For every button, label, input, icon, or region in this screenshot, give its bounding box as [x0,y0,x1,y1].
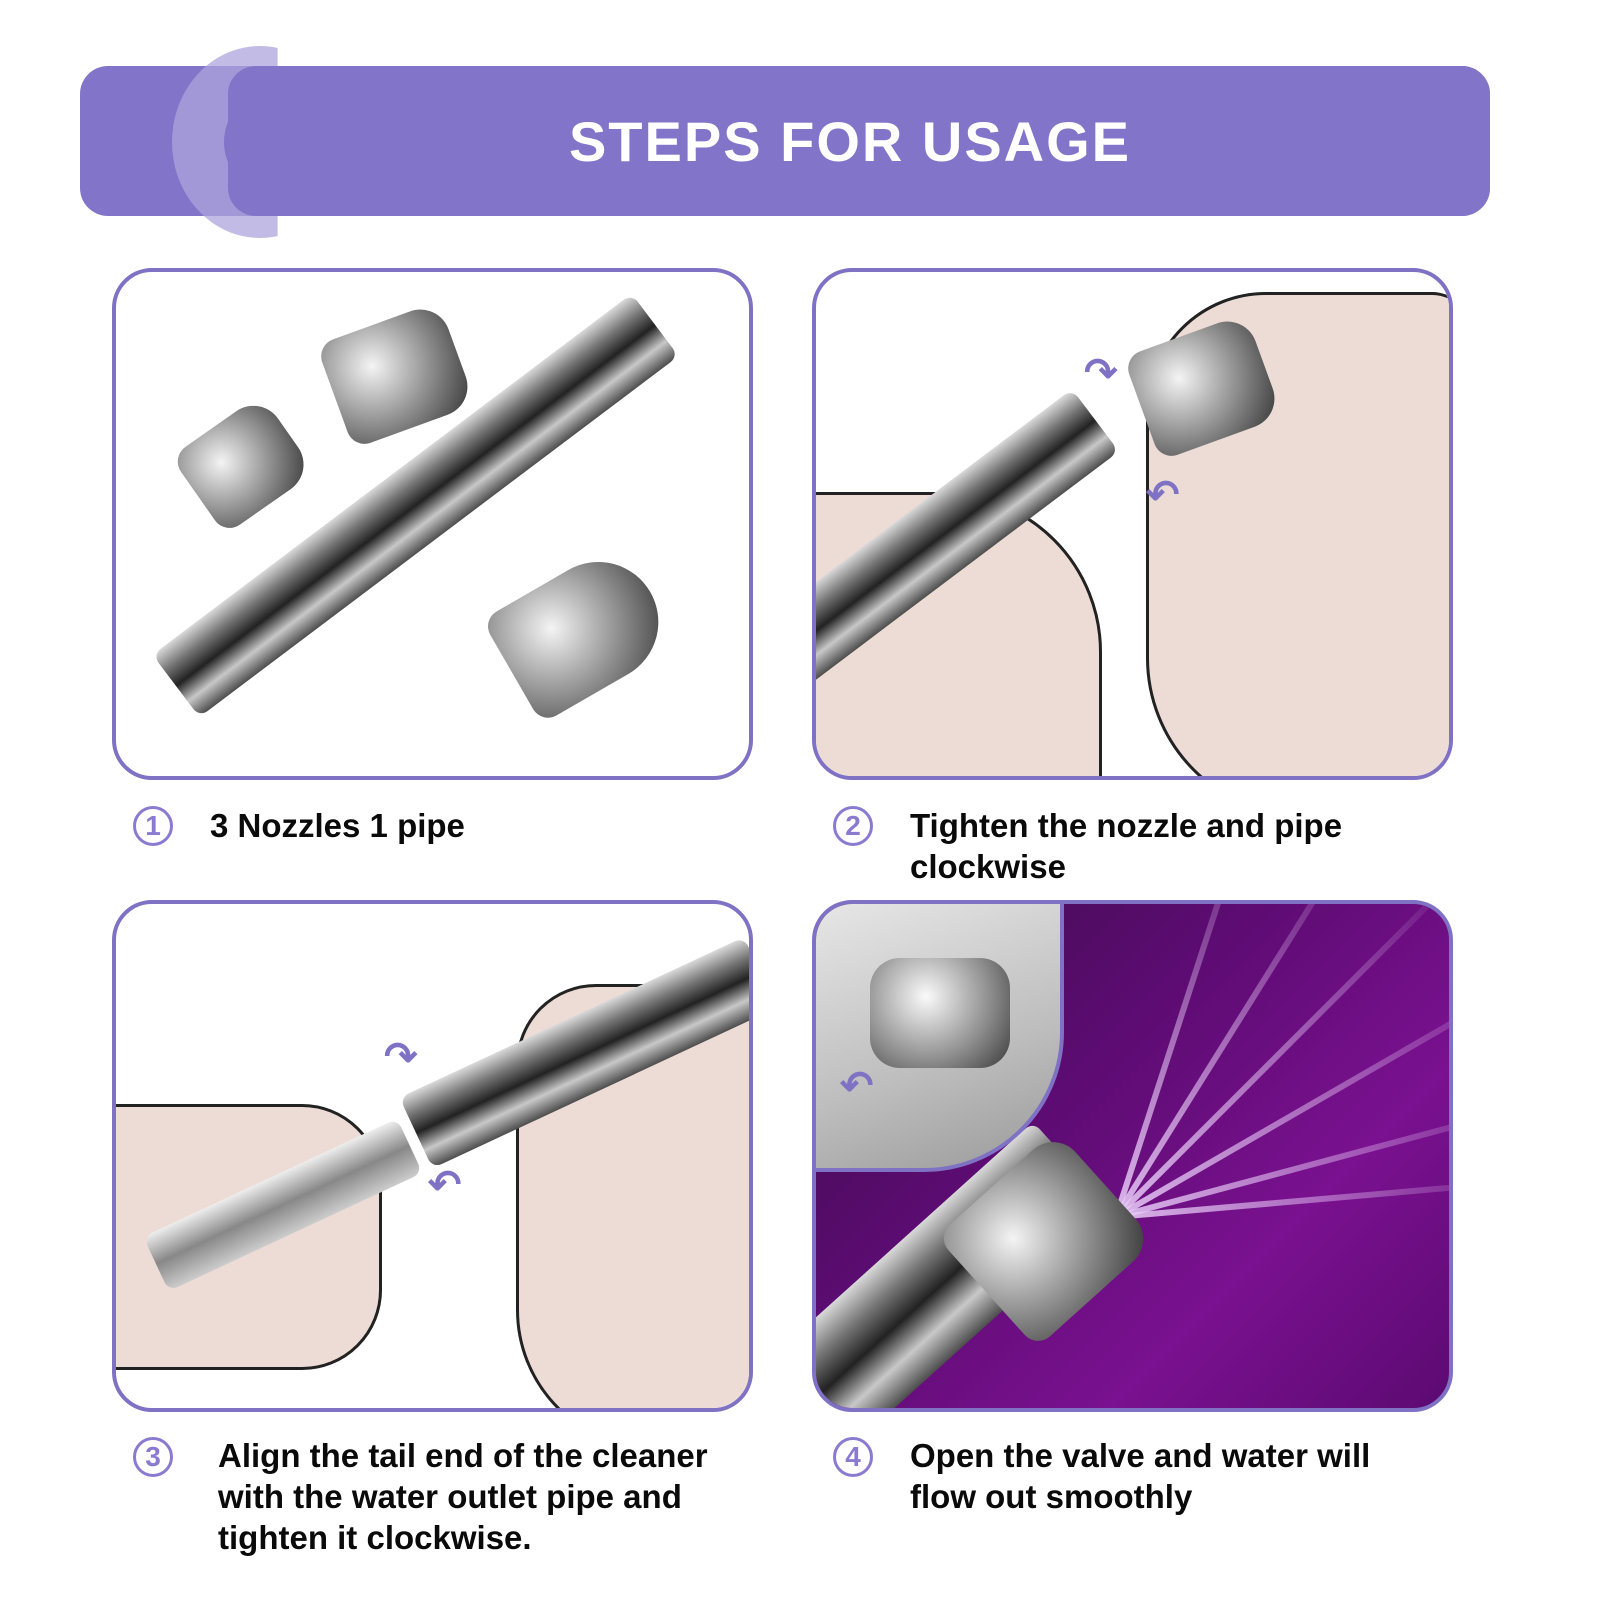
rotate-arrow-icon: ↷ [384,1035,418,1079]
rotate-arrow-icon: ↶ [428,1163,462,1207]
caption-line: Open the valve and water will [910,1437,1371,1474]
step-3-image-panel: ↷ ↶ [112,900,753,1412]
rotate-arrow-icon: ↶ [1146,473,1180,517]
step-3-caption: Align the tail end of the cleaner with t… [218,1435,708,1558]
step-2-number: 2 [833,806,873,846]
caption-line: clockwise [910,848,1066,885]
step-1-image-panel [112,268,753,780]
nozzle-small-image [170,394,316,535]
page-title: STEPS FOR USAGE [568,109,1132,173]
step-3-number: 3 [133,1437,173,1477]
water-jet [1113,904,1352,1219]
step-1-caption: 3 Nozzles 1 pipe [210,805,465,846]
caption-line: with the water outlet pipe and [218,1478,682,1515]
valve-image [870,958,1010,1068]
water-jet [1113,904,1249,1218]
caption-line: flow out smoothly [910,1478,1193,1515]
water-jet [1114,984,1449,1220]
rotate-arrow-icon: ↷ [1084,351,1118,395]
valve-inset-image: ↶ [816,904,1064,1172]
caption-line: Tighten the nozzle and pipe [910,807,1343,844]
caption-line: 3 Nozzles 1 pipe [210,807,465,844]
caption-line: Align the tail end of the cleaner [218,1437,708,1474]
rotate-arrow-icon: ↶ [840,1064,874,1108]
caption-line: tighten it clockwise. [218,1519,532,1556]
step-4-caption: Open the valve and water will flow out s… [910,1435,1370,1517]
header-banner-overlay [228,66,1490,216]
step-4-number: 4 [833,1437,873,1477]
step-2-caption: Tighten the nozzle and pipe clockwise [910,805,1342,887]
step-2-image-panel: ↷ ↶ [812,268,1453,780]
step-1-number: 1 [133,806,173,846]
nozzle-medium-image [316,301,476,449]
step-4-image-panel: ↶ [812,900,1453,1412]
nozzle-bullet-image [481,540,681,724]
